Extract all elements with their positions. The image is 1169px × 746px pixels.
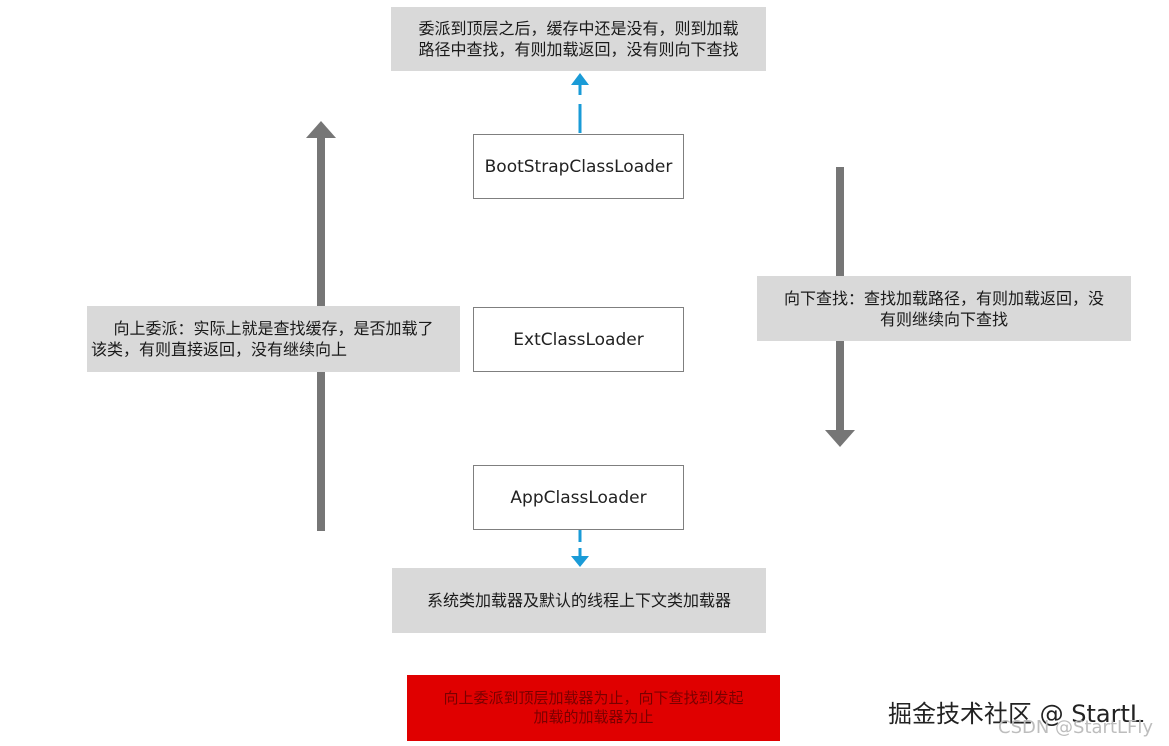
system-classloader-note: 系统类加载器及默认的线程上下文类加载器 xyxy=(392,568,766,633)
blue-up-arrow-icon xyxy=(571,73,589,133)
bottom-note-label: 系统类加载器及默认的线程上下文类加载器 xyxy=(426,591,731,610)
app-classloader-box: AppClassLoader xyxy=(473,465,684,530)
right-note-line1: 向下查找：查找加载路径，有则加载返回，没 xyxy=(783,288,1104,308)
top-delegation-note: 委派到顶层之后，缓存中还是没有，则到加载 路径中查找，有则加载返回，没有则向下查… xyxy=(391,7,766,71)
app-classloader-label: AppClassLoader xyxy=(510,487,647,508)
delegation-summary-red-note: 向上委派到顶层加载器为止，向下查找到发起 加载的加载器为止 xyxy=(407,675,780,741)
juejin-watermark: 掘金技术社区 @ StartL xyxy=(888,700,1144,728)
red-note-line2: 加载的加载器为止 xyxy=(533,708,654,726)
right-downward-search-note: 向下查找：查找加载路径，有则加载返回，没 有则继续向下查找 xyxy=(757,276,1131,341)
bootstrap-classloader-box: BootStrapClassLoader xyxy=(473,134,684,199)
top-note-line2: 路径中查找，有则加载返回，没有则向下查找 xyxy=(418,40,739,59)
right-note-line2: 有则继续向下查找 xyxy=(879,309,1008,329)
left-upward-delegation-note: 向上委派：实际上就是查找缓存，是否加载了 该类，有则直接返回，没有继续向上 xyxy=(87,306,460,372)
bootstrap-classloader-label: BootStrapClassLoader xyxy=(484,156,673,177)
blue-down-arrow-icon xyxy=(571,530,589,567)
red-note-line1: 向上委派到顶层加载器为止，向下查找到发起 xyxy=(443,689,744,707)
csdn-watermark: CSDN @StartLFly xyxy=(998,717,1154,738)
top-note-line1: 委派到顶层之后，缓存中还是没有，则到加载 xyxy=(418,19,739,38)
ext-classloader-box: ExtClassLoader xyxy=(473,307,684,372)
ext-classloader-label: ExtClassLoader xyxy=(513,329,644,350)
left-note-line2: 该类，有则直接返回，没有继续向上 xyxy=(91,340,348,359)
left-note-line1: 向上委派：实际上就是查找缓存，是否加载了 xyxy=(113,319,434,338)
